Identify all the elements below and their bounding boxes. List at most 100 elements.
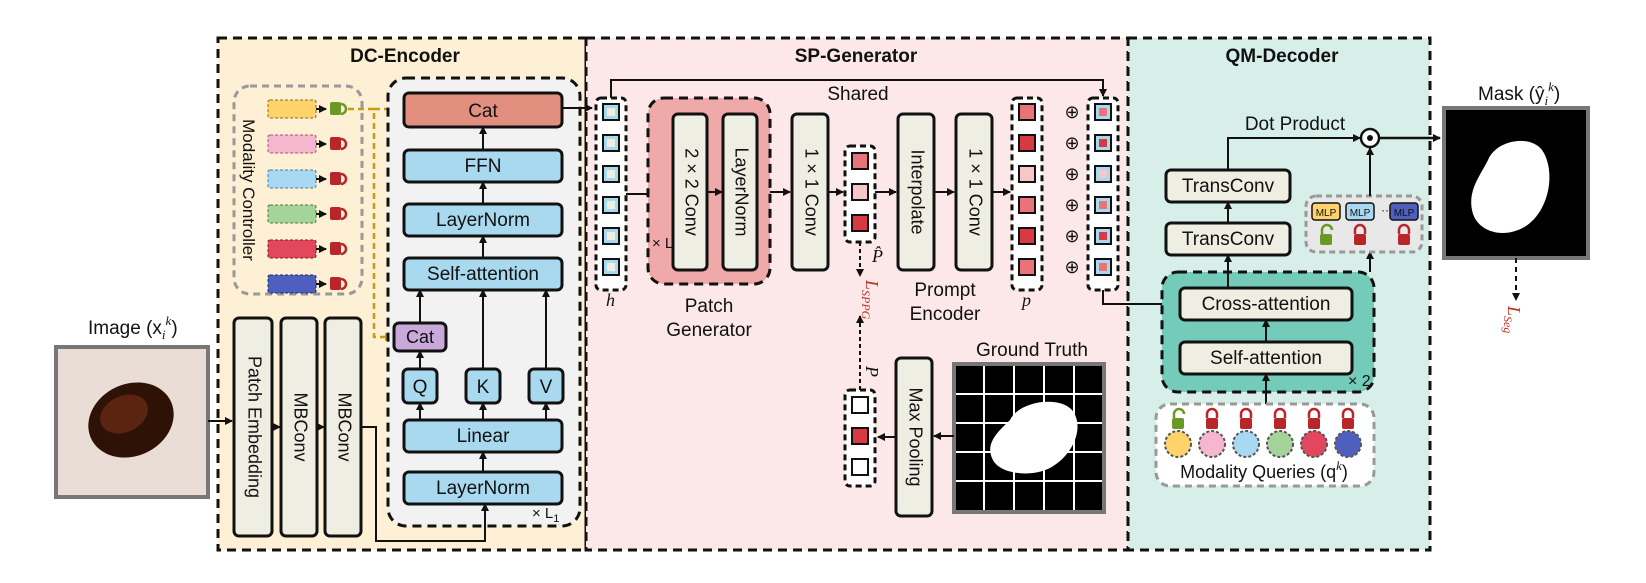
plus-icon: ⊕: [1064, 226, 1079, 246]
patch-embedding-label: Patch Embedding: [244, 356, 264, 498]
lock-icon: [330, 277, 341, 290]
modality-query-4: [1266, 430, 1294, 458]
ground-truth-label: Ground Truth: [976, 340, 1088, 361]
patch-generator-label-2: Generator: [666, 320, 752, 341]
mask-label: Mask (ŷik): [1478, 79, 1560, 108]
qm-decoder-title: QM-Decoder: [1226, 46, 1340, 67]
modality-queries-label: Modality Queries (qk): [1180, 458, 1348, 482]
loss-seg-label: LSeg: [1501, 305, 1524, 333]
interpolate-label: Interpolate: [907, 149, 927, 234]
modality-query-1: [1164, 430, 1192, 458]
mbconv-label-1: MBConv: [290, 392, 310, 461]
layernorm-bottom: LayerNorm: [402, 470, 564, 506]
lock-icon: [330, 242, 341, 255]
p-label: p: [1020, 290, 1031, 310]
lock-icon: [1397, 223, 1411, 245]
transconv-top-label: TransConv: [1182, 176, 1275, 197]
lock-icon: [1239, 407, 1253, 429]
cat-small-label: Cat: [406, 327, 434, 347]
lock-icon: [1273, 407, 1287, 429]
lock-icon: [330, 172, 341, 185]
layernorm-top-label: LayerNorm: [436, 210, 530, 231]
modality-controller: Modality Controller: [232, 84, 364, 296]
dc-encoder-title: DC-Encoder: [350, 46, 460, 67]
mlp-label-2: MLP: [1350, 208, 1371, 219]
dot-product-node: [1359, 127, 1381, 149]
input-image: [54, 345, 210, 499]
patch-generator-label-1: Patch: [685, 296, 734, 317]
self-attention-block: Self-attention: [402, 256, 564, 292]
ffn-block: FFN: [402, 148, 564, 184]
h-token-column: h: [594, 96, 628, 310]
layernorm-top: LayerNorm: [402, 202, 564, 238]
mbconv-label-2: MBConv: [334, 392, 354, 461]
h-label: h: [606, 290, 615, 310]
p-column: p: [1010, 96, 1044, 310]
cat-top-label: Cat: [468, 101, 498, 122]
ground-truth-image: [952, 362, 1106, 514]
plus-icon: ⊕: [1064, 133, 1079, 153]
mbconv-block-2: MBConv: [323, 316, 363, 538]
image-label: Image (xik): [88, 313, 178, 342]
transconv-top-block: TransConv: [1164, 168, 1292, 204]
plus-column: ⊕ ⊕ ⊕ ⊕ ⊕ ⊕: [1064, 102, 1079, 277]
self-attention-dec-label: Self-attention: [1210, 348, 1322, 369]
loss-sppg-label: LSPPG: [859, 279, 882, 320]
v-block: V: [527, 367, 565, 405]
modality-controller-label: Modality Controller: [239, 119, 258, 261]
k-block: K: [464, 367, 502, 405]
layernorm-bottom-label: LayerNorm: [436, 478, 530, 499]
prompt-encoder-label-2: Encoder: [910, 304, 981, 325]
plus-icon: ⊕: [1064, 195, 1079, 215]
modality-query-3: [1232, 430, 1260, 458]
p-cal-label: P: [862, 365, 882, 377]
mlp-label-3: MLP: [1394, 208, 1415, 219]
lock-icon: [1341, 407, 1355, 429]
self-attention-dec-block: Self-attention: [1178, 340, 1354, 376]
mask-image: [1442, 106, 1590, 260]
times-l1-label: × L1: [532, 505, 559, 525]
max-pooling-block: Max Pooling: [894, 356, 934, 518]
lock-icon: [330, 207, 341, 220]
conv1x1-a-label: 1 × 1 Conv: [801, 148, 821, 236]
sp-generator-title: SP-Generator: [795, 46, 918, 67]
mlp-label-1: MLP: [1316, 208, 1337, 219]
conv2x2-label: 2 × 2 Conv: [681, 148, 701, 236]
times-2-label: × 2: [1348, 373, 1371, 390]
modality-query-2: [1198, 430, 1226, 458]
linear-label: Linear: [457, 426, 510, 447]
conv1x1-b-label: 1 × 1 Conv: [965, 148, 985, 236]
v-label: V: [540, 377, 553, 398]
transconv-bottom-label: TransConv: [1182, 229, 1275, 250]
layernorm-patch-label: LayerNorm: [731, 147, 751, 236]
modality-token-4: [267, 204, 348, 224]
modality-token-3: [267, 169, 348, 189]
modality-token-5: [267, 239, 348, 259]
modality-token-2: [267, 134, 348, 154]
transconv-bottom-block: TransConv: [1164, 221, 1292, 257]
ffn-label: FFN: [465, 156, 502, 177]
lock-icon: [330, 137, 341, 150]
interpolate-block: Interpolate: [896, 112, 936, 272]
cat-top-block: Cat: [402, 91, 564, 129]
k-label: K: [477, 377, 490, 398]
lock-icon: [1353, 223, 1367, 245]
dot-product-label: Dot Product: [1245, 114, 1346, 135]
mlp-group: MLP MLP ··· MLP: [1304, 194, 1424, 254]
plus-icon: ⊕: [1064, 257, 1079, 277]
unlock-icon: [1320, 223, 1334, 245]
max-pooling-label: Max Pooling: [905, 387, 925, 486]
lock-icon: [1205, 407, 1219, 429]
q-label: Q: [413, 377, 428, 398]
linear-block: Linear: [402, 418, 564, 454]
cross-attention-block: Cross-attention: [1178, 286, 1354, 322]
modality-queries: Modality Queries (qk): [1154, 402, 1376, 488]
input-image-group: Image (xik): [54, 313, 210, 499]
plus-icon: ⊕: [1064, 164, 1079, 184]
conv1x1-block-b: 1 × 1 Conv: [954, 112, 994, 272]
modality-query-5: [1300, 430, 1328, 458]
unlock-icon: [330, 102, 341, 115]
shared-output-column: [1086, 96, 1120, 292]
modality-token-1: [267, 99, 348, 119]
